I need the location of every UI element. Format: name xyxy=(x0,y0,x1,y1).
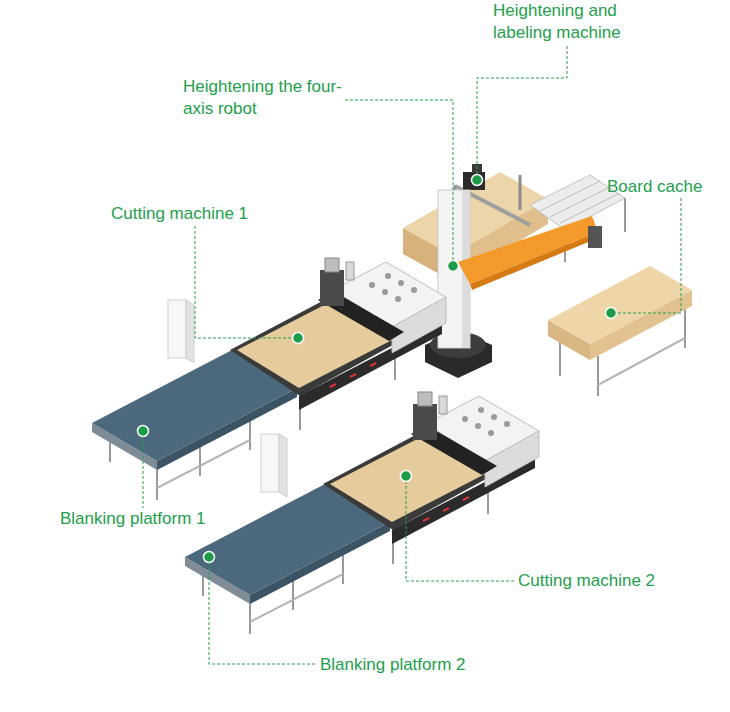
callout-dot xyxy=(293,333,304,344)
callout-dot xyxy=(606,308,617,319)
robot-arm xyxy=(458,216,598,284)
board-cache xyxy=(548,266,692,344)
cutting-line-2 xyxy=(185,392,539,634)
leader-line xyxy=(345,100,453,266)
labeler-post xyxy=(519,175,522,210)
callout-label: Blanking platform 1 xyxy=(60,508,206,530)
callout-label: Blanking platform 2 xyxy=(320,654,466,676)
robot-arm-side xyxy=(470,232,598,290)
callout-dot xyxy=(138,426,149,437)
leader-line xyxy=(195,226,298,338)
callout-label: Heightening the four-axis robot xyxy=(183,76,353,120)
leader-line xyxy=(611,198,681,313)
callout-dot xyxy=(401,471,412,482)
callout-label: Board cache xyxy=(607,176,702,198)
callout-dot xyxy=(204,552,215,563)
callout-label: Heightening and labeling machine xyxy=(493,0,653,44)
leader-line xyxy=(143,431,144,508)
cache-leg xyxy=(597,356,599,396)
labeler-head xyxy=(463,172,485,190)
leader-line xyxy=(406,476,514,581)
cache-leg xyxy=(684,308,686,348)
leader-line xyxy=(209,557,316,664)
callout-dot xyxy=(448,261,459,272)
callout-label: Cutting machine 2 xyxy=(518,570,655,592)
conveyor-leg xyxy=(624,198,626,232)
leader-line xyxy=(477,46,567,180)
callout-dot xyxy=(472,175,483,186)
robot-gripper xyxy=(588,226,602,248)
callout-label: Cutting machine 1 xyxy=(111,203,248,225)
